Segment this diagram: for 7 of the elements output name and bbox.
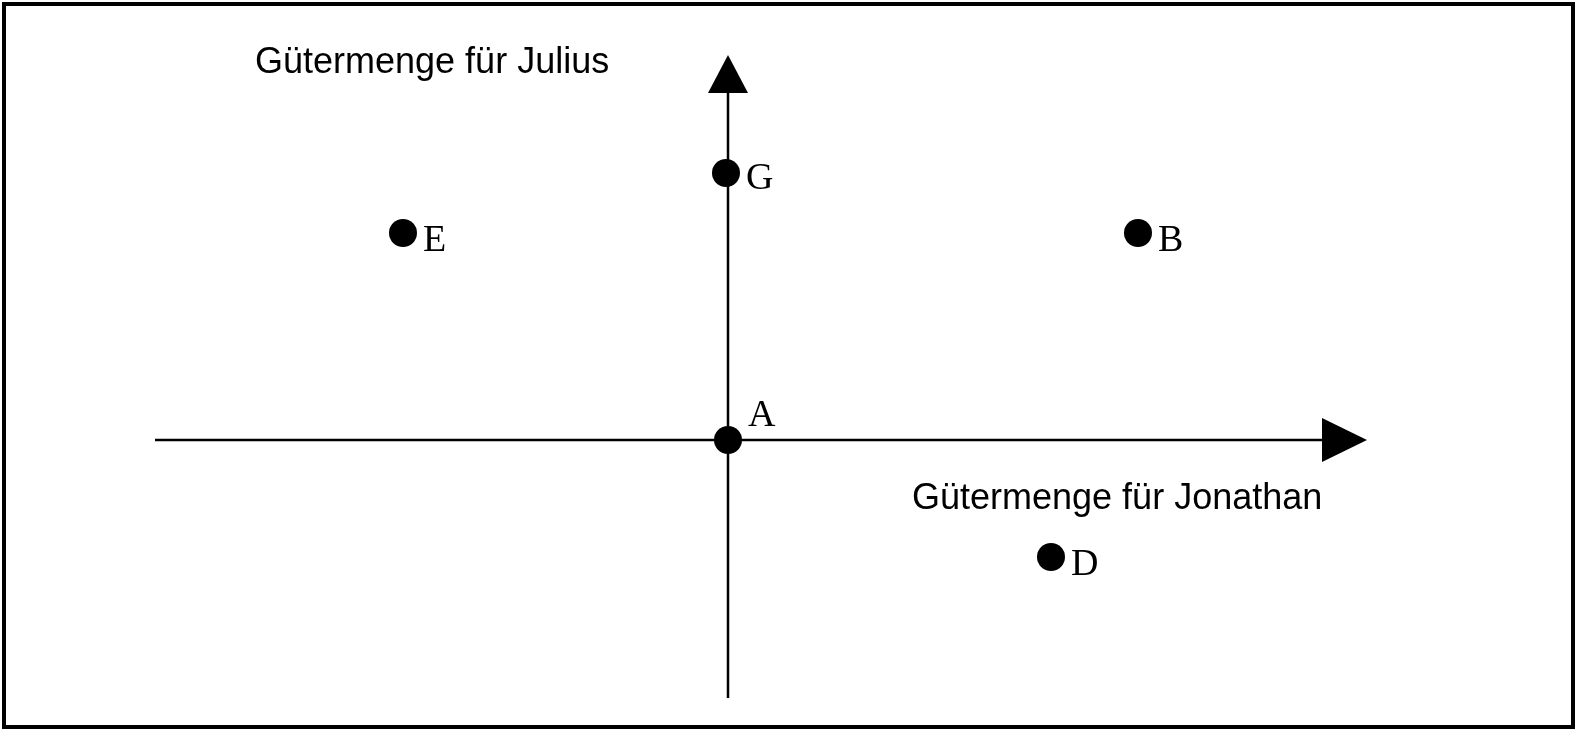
- point-label: D: [1071, 543, 1099, 581]
- point-label: B: [1158, 219, 1184, 257]
- x-axis-title: Gütermenge für Jonathan: [912, 479, 1323, 515]
- point-label: E: [423, 219, 447, 257]
- y-axis-title: Gütermenge für Julius: [255, 43, 610, 79]
- point-label: G: [746, 157, 774, 195]
- point-label: A: [748, 394, 776, 432]
